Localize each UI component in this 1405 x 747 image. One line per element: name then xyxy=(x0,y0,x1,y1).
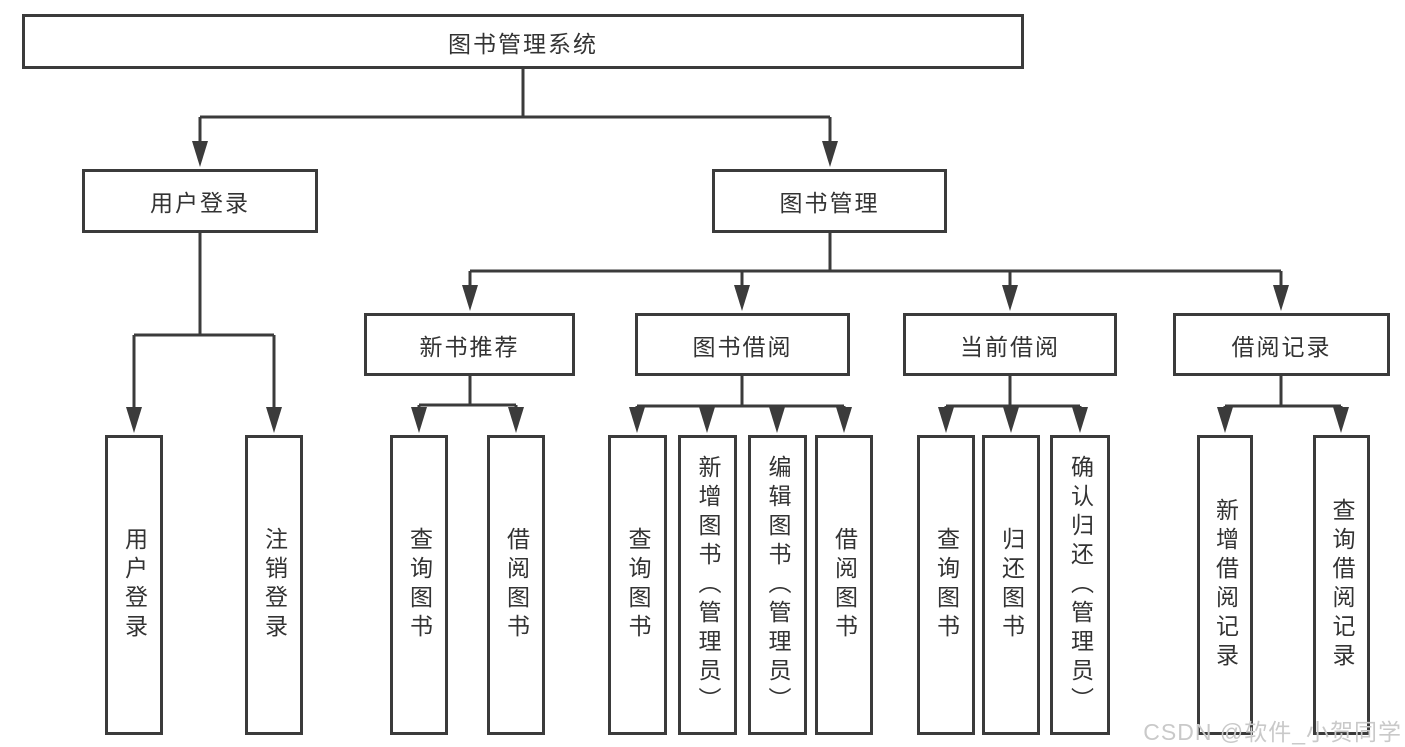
node-new-book-recommendation: 新书推荐 xyxy=(364,313,575,376)
node-library-management-system: 图书管理系统 xyxy=(22,14,1024,69)
connector-newbookrec-to-leaves xyxy=(411,376,524,433)
leaf-bb-query-books: 查询图书 xyxy=(608,435,667,735)
leaf-cb-confirm-return-admin: 确认归还（管理员） xyxy=(1050,435,1110,735)
leaf-cb-query-books: 查询图书 xyxy=(917,435,975,735)
connector-borrowrecords-to-leaves xyxy=(1217,376,1349,433)
leaf-logout: 注销登录 xyxy=(245,435,303,735)
csdn-watermark: CSDN @软件_小贺同学 xyxy=(1143,719,1402,745)
node-user-login: 用户登录 xyxy=(82,169,318,233)
node-borrowing-records: 借阅记录 xyxy=(1173,313,1390,376)
leaf-bb-add-books-admin: 新增图书（管理员） xyxy=(678,435,737,735)
node-current-borrowing: 当前借阅 xyxy=(903,313,1117,376)
leaf-rec-query-books: 查询图书 xyxy=(390,435,448,735)
leaf-user-login: 用户登录 xyxy=(105,435,163,735)
connector-userlogin-to-leaves xyxy=(126,233,282,433)
leaf-rec-borrow-books: 借阅图书 xyxy=(487,435,545,735)
node-book-borrowing: 图书借阅 xyxy=(635,313,850,376)
node-book-management: 图书管理 xyxy=(712,169,947,233)
connector-bookmgmt-to-level3 xyxy=(462,233,1289,311)
connector-currentborrow-to-leaves xyxy=(938,376,1088,433)
leaf-bb-edit-books-admin: 编辑图书（管理员） xyxy=(748,435,807,735)
leaf-bb-borrow-books: 借阅图书 xyxy=(815,435,873,735)
connector-bookborrow-to-leaves xyxy=(629,376,852,433)
leaf-cb-return-books: 归还图书 xyxy=(982,435,1040,735)
connector-root-to-level2 xyxy=(192,69,838,167)
leaf-br-query-record: 查询借阅记录 xyxy=(1313,435,1370,735)
leaf-br-add-record: 新增借阅记录 xyxy=(1197,435,1253,735)
